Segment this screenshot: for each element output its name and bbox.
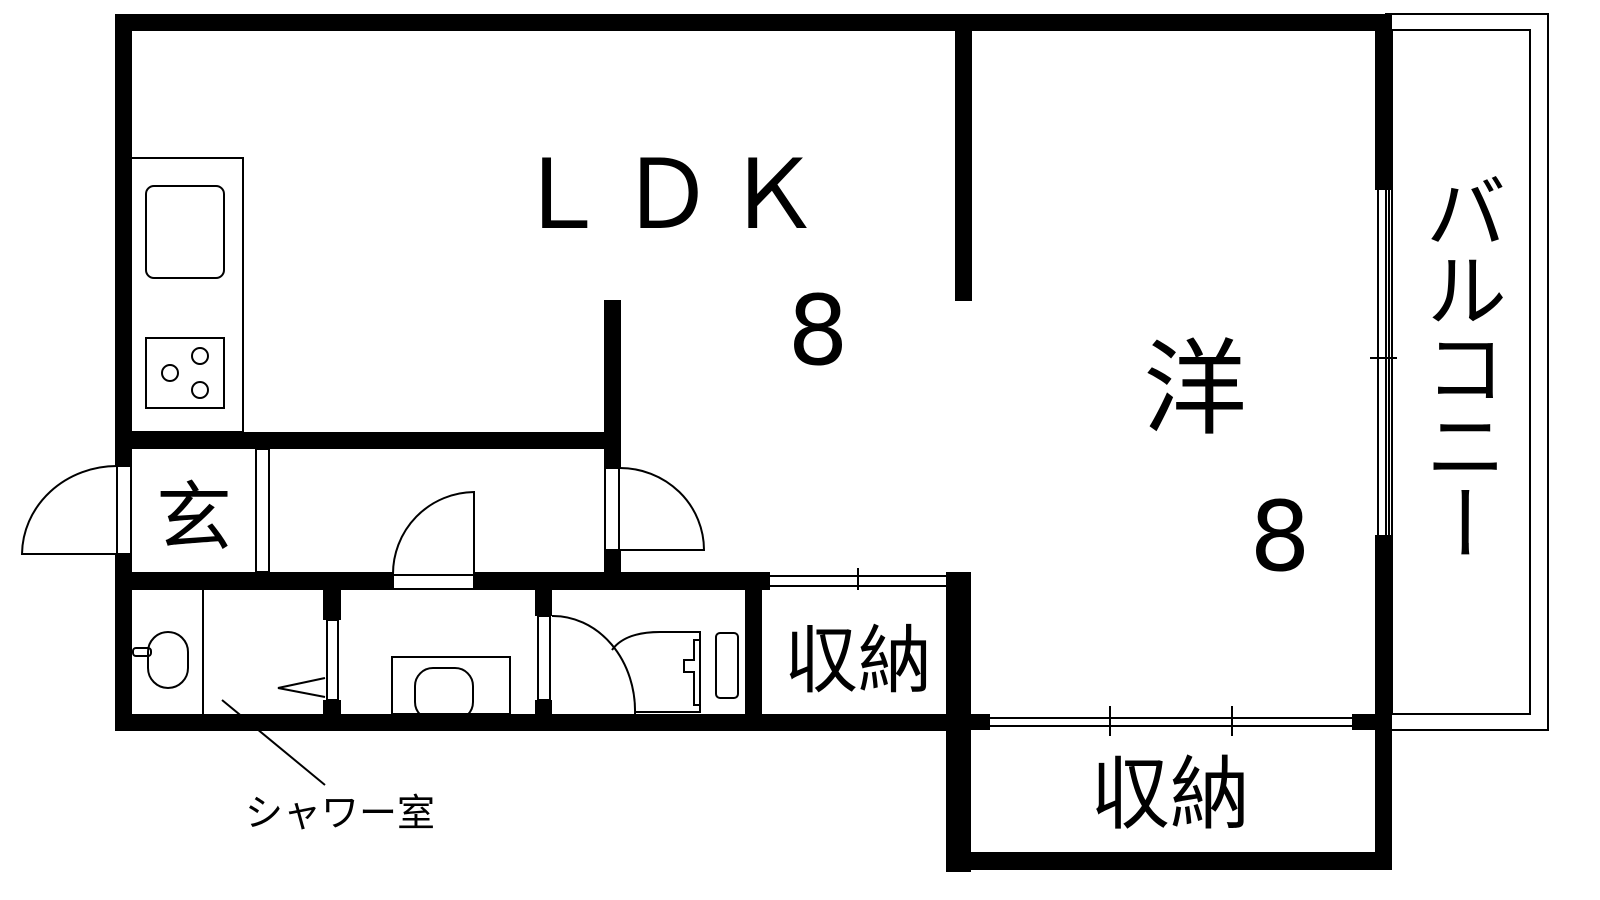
leader-line — [221, 699, 326, 786]
shower-room-label: シャワー室 — [245, 791, 435, 835]
walls — [115, 14, 1392, 872]
toilet-icon — [611, 631, 701, 713]
sink-icon — [145, 185, 225, 279]
door-shower — [326, 619, 339, 701]
balcony — [1385, 13, 1549, 731]
stove-icon — [145, 337, 225, 409]
wash-basin-icon — [414, 667, 474, 721]
door-toilet — [537, 615, 551, 701]
western-room-label: 洋 — [1143, 328, 1247, 450]
door-ldk[interactable] — [604, 467, 706, 551]
entrance-door[interactable] — [20, 465, 132, 555]
ldk-label: ＬＤＫ — [513, 139, 831, 251]
entrance-partition — [255, 448, 270, 573]
door-washroom[interactable] — [391, 490, 475, 590]
sliding-door-storage-small[interactable] — [770, 568, 946, 590]
balcony-label: バルコニー — [1411, 170, 1506, 560]
ldk-size: 8 — [787, 275, 848, 387]
basin-icon — [147, 631, 189, 689]
storage-small-label: 収納 — [784, 618, 932, 704]
toilet — [551, 614, 739, 715]
sliding-door-storage-large[interactable] — [990, 706, 1352, 736]
kitchen-counter — [130, 157, 244, 433]
washroom — [391, 615, 551, 721]
western-room-size: 8 — [1249, 481, 1310, 593]
shower-room — [132, 590, 339, 714]
entrance-label: 玄 — [156, 473, 232, 562]
window-balcony[interactable] — [1370, 190, 1397, 535]
storage-large-label: 収納 — [1090, 748, 1250, 841]
